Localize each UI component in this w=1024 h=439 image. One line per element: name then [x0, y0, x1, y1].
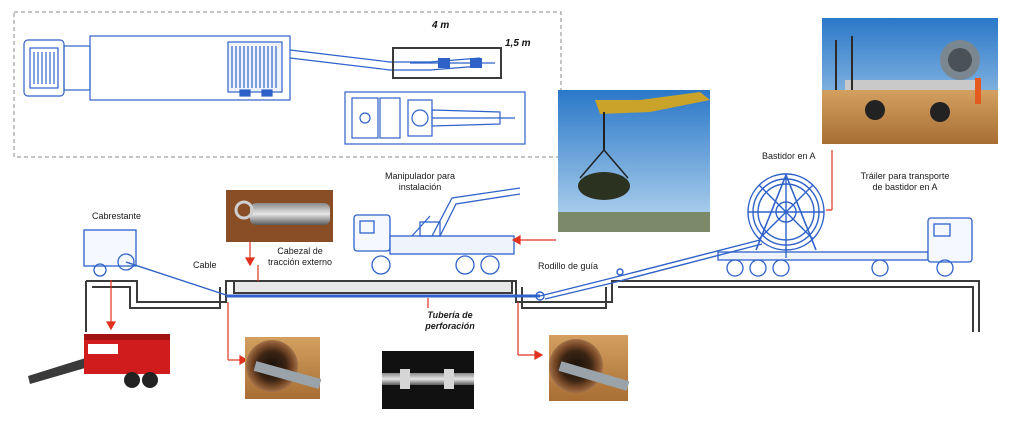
label-pulling-head-line2: tracción externo: [267, 257, 333, 267]
label-trailer: Tráiler para transporte de bastidor en A: [846, 171, 964, 193]
label-drill-pipe-line2: perforación: [425, 321, 475, 331]
ground-profile: [85, 280, 980, 332]
label-manipulator-line2: instalación: [398, 182, 442, 192]
label-winch: Cabrestante: [92, 211, 142, 221]
cable-and-pipe: [125, 239, 763, 301]
label-cable: Cable: [193, 260, 217, 270]
plan-view-pit: [392, 47, 502, 79]
plan-view-crane-truck: [344, 91, 526, 145]
plan-view-truck: [23, 35, 481, 101]
callout-lines: [105, 150, 833, 366]
label-manipulator: Manipulador para instalación: [370, 171, 470, 193]
label-pulling-head: Cabezal de tracción externo: [252, 246, 348, 268]
label-manipulator-line1: Manipulador para: [384, 171, 456, 181]
dimension-length: 4 m: [432, 20, 450, 31]
label-drill-pipe-line1: Tubería de: [427, 310, 473, 320]
a-frame-trailer: [717, 217, 973, 277]
photo-pulling-head: [226, 190, 333, 242]
photo-bore-entry-right: [549, 335, 630, 401]
photo-bore-entry-left: [245, 337, 322, 399]
dimension-width: 1,5 m: [505, 38, 531, 49]
label-a-frame: Bastidor en A: [762, 151, 816, 161]
photo-drill-pipe: [382, 351, 474, 409]
photo-a-frame-trailer: [822, 18, 998, 144]
label-trailer-line2: de bastidor en A: [872, 182, 938, 192]
photo-generator-trailer: [28, 334, 170, 388]
plan-view-frame: [13, 11, 562, 158]
manipulator-truck: [353, 187, 521, 275]
label-guide-roller: Rodillo de guía: [538, 261, 599, 271]
label-drill-pipe: Tubería de perforación: [412, 310, 488, 332]
label-pulling-head-line1: Cabezal de: [277, 246, 323, 256]
label-trailer-line1: Tráiler para transporte: [860, 171, 950, 181]
a-frame-reel: [747, 172, 825, 251]
photo-crane-lifting: [558, 90, 710, 232]
winch: [83, 229, 137, 277]
